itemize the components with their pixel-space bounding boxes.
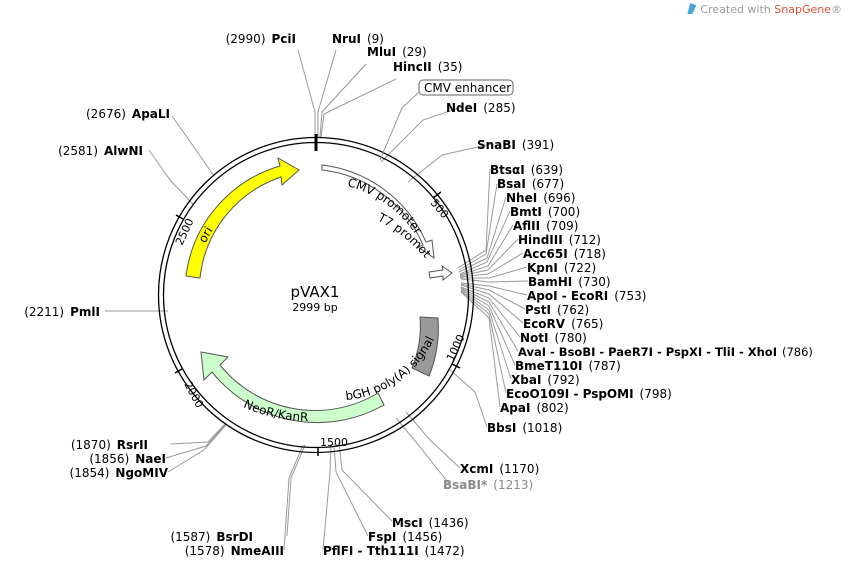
site-label-alwni[interactable]: (2581)AlwNI [58, 144, 143, 158]
site-label-xbai[interactable]: XbaI(792) [511, 373, 580, 387]
site-label-pmli[interactable]: (2211)PmlI [24, 305, 100, 319]
site-label-mlui[interactable]: MluI(29) [367, 45, 427, 59]
cmv-enhancer-label: CMV enhancer [424, 81, 511, 95]
site-label-aflii[interactable]: AflII(709) [513, 219, 578, 233]
watermark-brand: SnapGene [774, 3, 831, 16]
site-label-noti[interactable]: NotI(780) [520, 331, 587, 345]
site-label-btsai[interactable]: BtsαI(639) [490, 163, 563, 177]
site-label-psti[interactable]: PstI(762) [525, 303, 589, 317]
site-label-nmeaiii[interactable]: (1578)NmeAIII [185, 544, 284, 558]
site-label-bsrdi[interactable]: (1587)BsrDI [170, 530, 253, 544]
site-label-hindiii[interactable]: HindIII(712) [518, 233, 601, 247]
site-label-pcii[interactable]: (2990)PciI [226, 32, 296, 46]
site-label-snabi[interactable]: SnaBI(391) [477, 138, 554, 152]
site-label-bbsi[interactable]: BbsI(1018) [487, 421, 562, 435]
ori-arrow[interactable] [185, 156, 300, 279]
snapgene-logo-icon [687, 3, 697, 14]
snapgene-watermark: Created with SnapGene® [687, 3, 842, 16]
site-label-bmti[interactable]: BmtI(700) [510, 205, 580, 219]
site-label-acc65i[interactable]: Acc65I(718) [523, 247, 606, 261]
site-label-kpni[interactable]: KpnI(722) [527, 261, 596, 275]
site-label-bamhi[interactable]: BamHI(730) [528, 275, 611, 289]
site-label-apali[interactable]: (2676)ApaLI [86, 107, 170, 121]
site-label-hincii[interactable]: HincII(35) [393, 60, 462, 74]
site-label-nrui[interactable]: NruI(9) [332, 32, 384, 46]
watermark-suffix: ® [831, 3, 842, 16]
bgh-polya-box[interactable] [411, 316, 439, 377]
site-label-apoi-ecori[interactable]: ApoI - EcoRI(753) [527, 289, 646, 303]
site-label-xcmi[interactable]: XcmI(1170) [460, 462, 539, 476]
plasmid-size: 2999 bp [292, 301, 337, 314]
neor-kanr-arrow[interactable] [200, 351, 385, 424]
site-label-pflfi-tth111i[interactable]: PflFI - Tth111I(1472) [323, 544, 465, 558]
ori-label: ori [196, 224, 216, 245]
site-label-bsai[interactable]: BsaI(677) [497, 177, 564, 191]
site-label-naei[interactable]: (1856)NaeI [89, 452, 166, 466]
site-label-ecoo109i-pspomi[interactable]: EcoO109I - PspOMI(798) [506, 387, 672, 401]
site-label-ecorv[interactable]: EcoRV(765) [523, 317, 603, 331]
site-label-fspi[interactable]: FspI(1456) [368, 530, 442, 544]
site-label-apai[interactable]: ApaI(802) [500, 401, 569, 415]
plasmid-name: pVAX1 [291, 283, 340, 301]
scale-tick-label-1500: 1500 [320, 436, 348, 449]
site-label-ndei[interactable]: NdeI(285) [446, 101, 516, 115]
watermark-prefix: Created with [700, 3, 775, 16]
site-label-nhei[interactable]: NheI(696) [506, 191, 575, 205]
site-label-avai-group[interactable]: AvaI - BsoBI - PaeR7I - PspXI - TliI - X… [518, 345, 813, 359]
site-label-rsrii[interactable]: (1870)RsrII [71, 438, 148, 452]
site-label-msci[interactable]: MscI(1436) [392, 516, 469, 530]
neor-kanr-label: NeoR/KanR [242, 397, 309, 424]
cmv-promoter-arrow[interactable] [321, 164, 435, 260]
backbone [157, 134, 475, 454]
scale-tick-label-2000: 2000 [181, 379, 206, 410]
site-label-ngomiv[interactable]: (1854)NgoMIV [70, 466, 169, 480]
cmv-enhancer-box [418, 79, 514, 96]
site-label-bmet110i[interactable]: BmeT110I(787) [515, 359, 621, 373]
t7-promoter-arrow[interactable] [428, 264, 453, 282]
site-label-bsabi[interactable]: BsaBI*(1213) [443, 478, 533, 492]
